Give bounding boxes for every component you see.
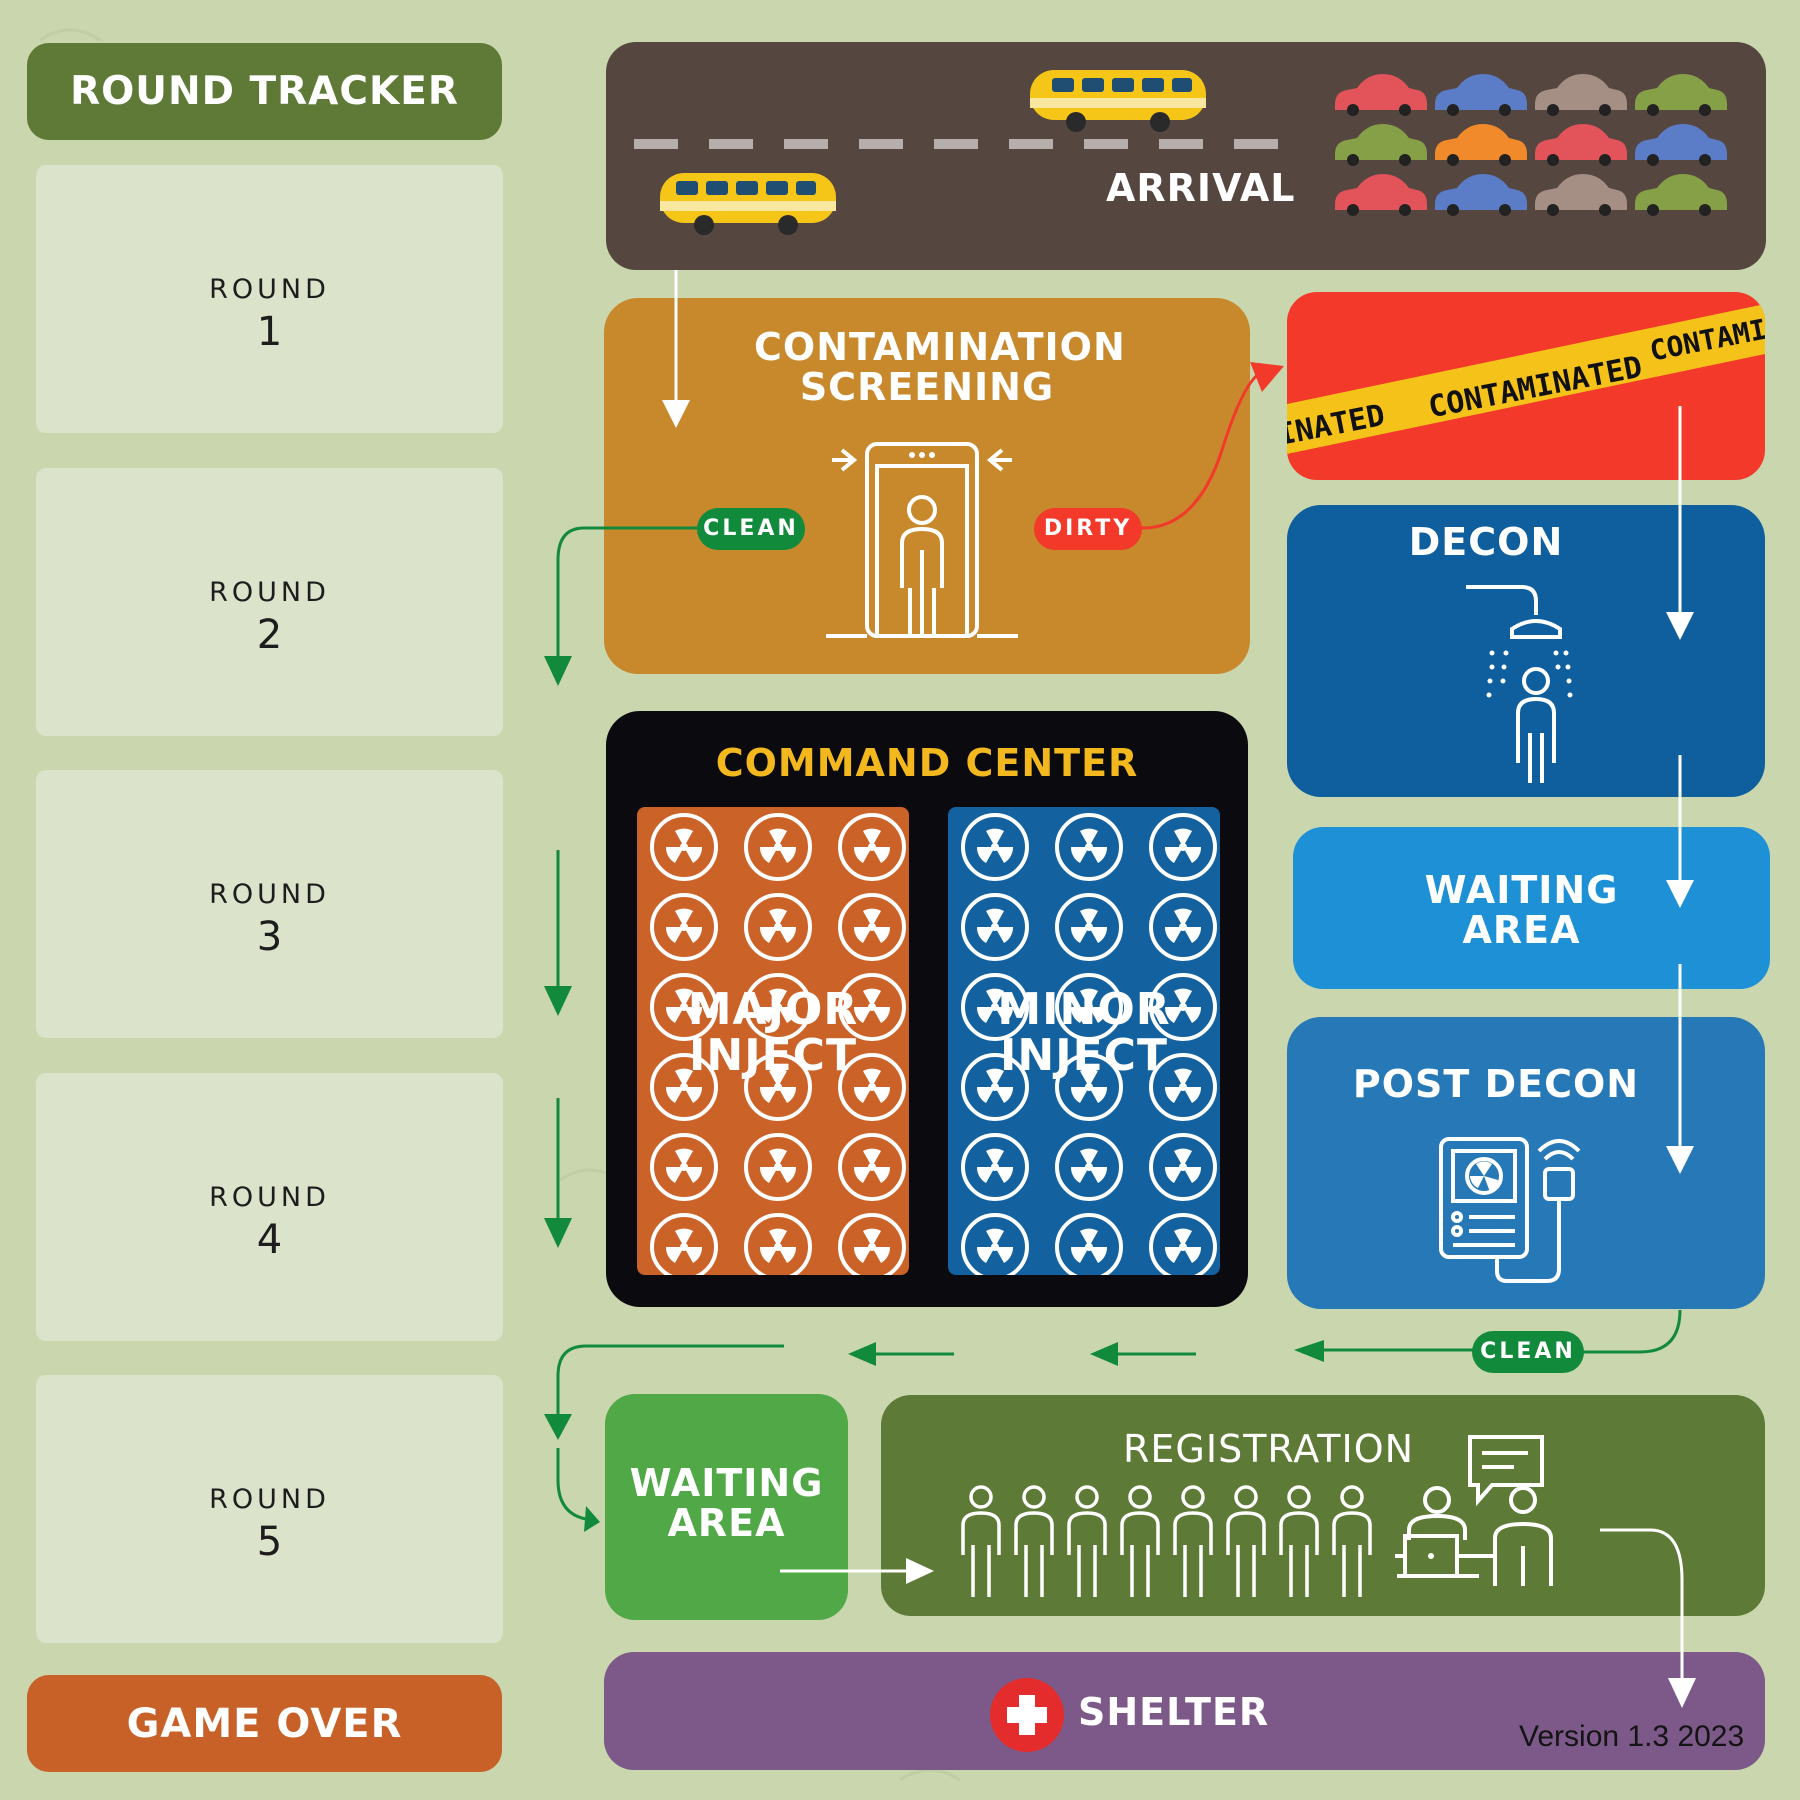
person-icon: [961, 1485, 1372, 1599]
laptop-icon: [1395, 1486, 1553, 1586]
post-decon-zone[interactable]: POST DECON: [1287, 1017, 1765, 1309]
major-inject-card[interactable]: MAJOR INJECT: [637, 807, 909, 1275]
round-tracker-title: ROUND TRACKER: [70, 69, 459, 114]
round-label: ROUND: [209, 274, 330, 305]
registration-zone[interactable]: REGISTRATION: [881, 1395, 1765, 1616]
bus-icon: [1030, 70, 1206, 132]
minor-inject-card[interactable]: MINOR INJECT: [948, 807, 1220, 1275]
medical-cross-icon: [990, 1678, 1064, 1752]
registration-title: REGISTRATION: [1123, 1427, 1415, 1471]
version-label: Version 1.3 2023: [1519, 1720, 1745, 1753]
round-number: 2: [256, 611, 283, 658]
post-decon-title: POST DECON: [1352, 1062, 1640, 1106]
post-decon-clean-label: CLEAN: [1472, 1331, 1584, 1373]
waiting-area-decon-zone[interactable]: WAITING AREA: [1293, 827, 1770, 989]
decon-zone[interactable]: DECON: [1287, 505, 1765, 797]
clean-label: CLEAN: [697, 508, 805, 550]
round-number: 4: [256, 1216, 283, 1263]
decon-title: DECON: [1408, 520, 1564, 564]
shelter-zone[interactable]: SHELTER Version 1.3 2023: [604, 1652, 1765, 1770]
caution-tape: [1287, 304, 1765, 454]
screening-title: CONTAMINATION SCREENING: [754, 325, 1126, 409]
round-label: ROUND: [209, 577, 330, 608]
round-number: 3: [256, 913, 283, 960]
game-over-box[interactable]: GAME OVER: [27, 1675, 502, 1772]
contamination-screening-zone[interactable]: CONTAMINATION SCREENING: [604, 298, 1250, 674]
major-inject-label: MAJOR INJECT: [687, 984, 859, 1082]
shelter-label: SHELTER: [1078, 1690, 1270, 1734]
waiting-area-main-title: WAITING AREA: [629, 1461, 824, 1545]
bus-icon: [660, 173, 836, 235]
speech-bubble-icon: [1468, 1435, 1544, 1507]
waiting-area-main-zone[interactable]: WAITING AREA: [605, 1394, 848, 1620]
command-center-title: COMMAND CENTER: [715, 741, 1139, 785]
contaminated-zone[interactable]: INATED CONTAMINATED CONTAMIN: [1287, 292, 1765, 480]
shower-icon: [1466, 585, 1573, 783]
car-icon: [1335, 74, 1727, 216]
arrival-label: ARRIVAL: [1106, 166, 1296, 210]
round-number: 5: [256, 1518, 283, 1565]
body-scanner-icon: [826, 442, 1018, 638]
arrival-zone[interactable]: ARRIVAL: [606, 42, 1766, 270]
radiation-icon: [948, 807, 1220, 1275]
round-number: 1: [256, 308, 283, 355]
radiation-meter-icon: [1439, 1137, 1581, 1283]
round-tracker-header: ROUND TRACKER: [27, 43, 502, 140]
dirty-label: DIRTY: [1034, 508, 1142, 550]
minor-inject-label: MINOR INJECT: [997, 984, 1171, 1082]
road-dashes: [634, 139, 1278, 149]
round-label: ROUND: [209, 1484, 330, 1515]
round-label: ROUND: [209, 1182, 330, 1213]
round-label: ROUND: [209, 879, 330, 910]
radiation-icon: [637, 807, 909, 1275]
game-over-label: GAME OVER: [126, 1701, 403, 1747]
waiting-area-decon-title: WAITING AREA: [1424, 868, 1619, 952]
